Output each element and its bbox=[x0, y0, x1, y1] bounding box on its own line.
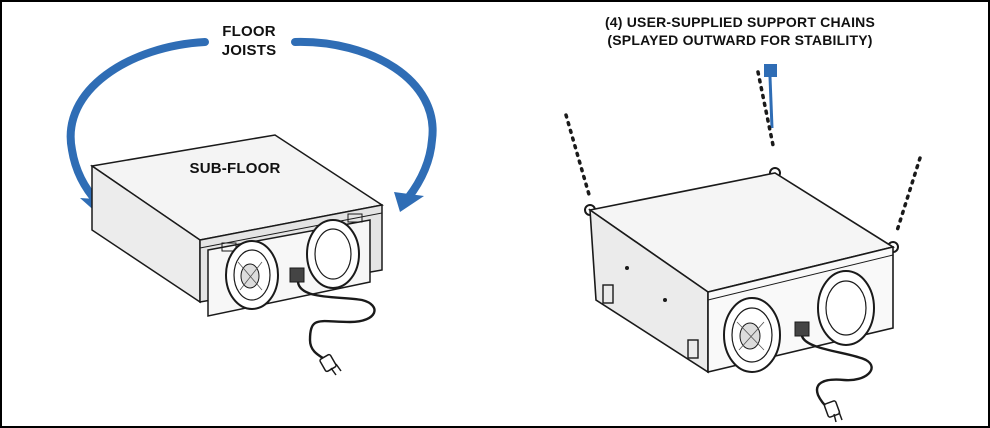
support-chains-label-line2: (SPLAYED OUTWARD FOR STABILITY) bbox=[607, 32, 873, 48]
sub-floor-label: SUB-FLOOR bbox=[189, 160, 281, 177]
right-fan-inlet-icon bbox=[306, 219, 360, 289]
right-curved-arrow-icon bbox=[291, 37, 437, 202]
left-power-plug-icon bbox=[319, 353, 342, 376]
left-illustration bbox=[66, 37, 437, 376]
left-fan-inlet-icon bbox=[225, 240, 279, 310]
callout-square-icon bbox=[764, 64, 777, 77]
right-unit-fan-inlet-icon bbox=[723, 297, 781, 373]
right-arrowhead-icon bbox=[394, 192, 424, 212]
support-chains-label-line1: (4) USER-SUPPLIED SUPPORT CHAINS bbox=[604, 14, 876, 30]
chain-icon bbox=[894, 156, 922, 236]
right-power-plug-icon bbox=[823, 400, 843, 423]
floor-joists-label-line2: JOISTS bbox=[221, 42, 277, 59]
left-curved-arrow-icon bbox=[66, 38, 209, 207]
right-power-cord bbox=[800, 335, 873, 411]
right-illustration bbox=[564, 64, 922, 423]
chain-icon bbox=[564, 113, 592, 200]
left-power-cord bbox=[296, 281, 376, 362]
right-unit-fan-outlet-icon bbox=[817, 270, 875, 346]
chain-icon bbox=[756, 70, 776, 152]
floor-joists-label-line1: FLOOR bbox=[222, 23, 276, 40]
